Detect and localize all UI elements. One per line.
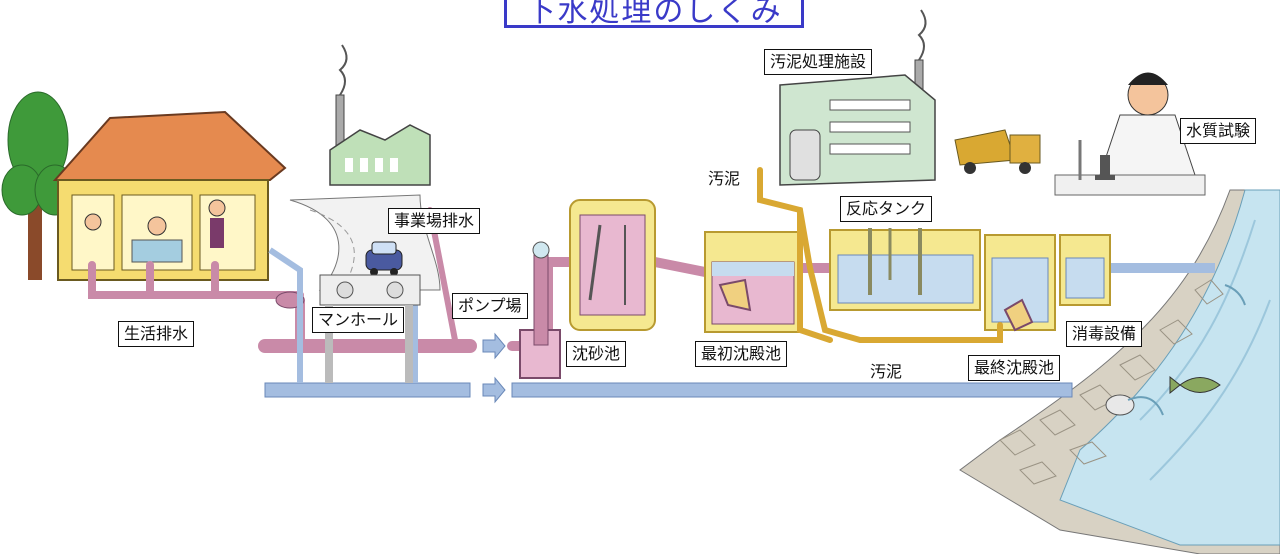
- pump-station: [519, 241, 561, 379]
- diagram-title: 下水処理のしくみ: [504, 0, 804, 29]
- title-text: 下水処理のしくみ: [525, 0, 783, 29]
- scientist: [1054, 72, 1206, 196]
- pump-arrow-icon: [482, 332, 506, 404]
- factory: [329, 44, 431, 186]
- label-final-sedimentation: 最終沈殿池: [968, 355, 1061, 381]
- label-household-drainage: 生活排水: [118, 321, 195, 347]
- sludge-building: [779, 9, 936, 186]
- microscope: [1078, 140, 1115, 180]
- label-sludge-bottom: 汚泥: [870, 362, 903, 381]
- label-business-drainage: 事業場排水: [388, 208, 481, 234]
- label-grit-chamber: 沈砂池: [566, 341, 627, 367]
- label-disinfection: 消毒設備: [1066, 321, 1143, 347]
- dump-truck: [954, 129, 1041, 174]
- primary-tank: [704, 231, 801, 333]
- river: [959, 189, 1280, 554]
- house: [52, 110, 287, 281]
- label-primary-sedimentation: 最初沈殿池: [695, 341, 788, 367]
- label-manhole: マンホール: [312, 307, 405, 333]
- fish: [1169, 375, 1221, 395]
- label-sludge-facility: 汚泥処理施設: [764, 49, 873, 75]
- manhole: [319, 274, 421, 383]
- outflow: [1105, 284, 1246, 416]
- label-reaction-tank: 反応タンク: [840, 196, 933, 222]
- stone-wall: [999, 279, 1224, 485]
- car: [365, 241, 403, 276]
- reaction-tank: [829, 228, 981, 311]
- sludge-pipes: [757, 167, 1003, 343]
- label-sludge-top: 汚泥: [708, 169, 741, 188]
- disinfection-tank: [1059, 234, 1111, 306]
- grit-chamber: [569, 199, 656, 331]
- label-water-test: 水質試験: [1180, 118, 1257, 144]
- final-tank: [984, 234, 1056, 332]
- label-pump-station: ポンプ場: [452, 293, 528, 319]
